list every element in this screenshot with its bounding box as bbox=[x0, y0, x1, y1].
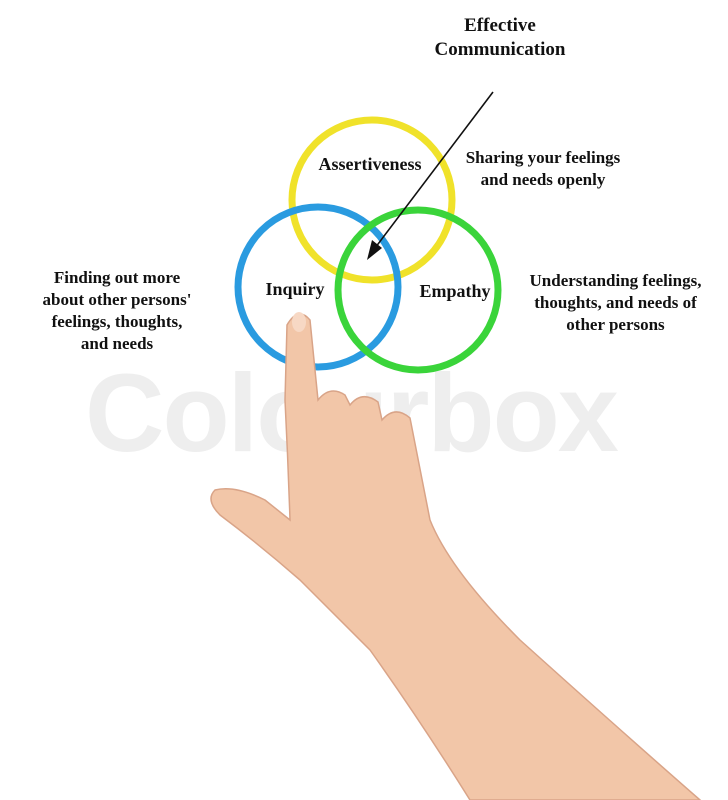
empathy-description: Understanding feelings, thoughts, and ne… bbox=[508, 270, 723, 336]
title-line: Effective bbox=[464, 15, 536, 36]
description-line: other persons bbox=[566, 315, 665, 334]
assertiveness-label: Assertiveness bbox=[318, 154, 422, 174]
fingernail bbox=[292, 312, 306, 332]
empathy-label: Empathy bbox=[419, 281, 491, 301]
assertiveness-description: Sharing your feelings and needs openly bbox=[448, 147, 638, 191]
empathy-circle bbox=[334, 206, 502, 374]
inquiry-label: Inquiry bbox=[265, 279, 325, 299]
inquiry-description: Finding out more about other persons' fe… bbox=[22, 267, 212, 355]
arrow-head-icon bbox=[367, 240, 382, 260]
title: Effective Communication bbox=[400, 14, 600, 62]
description-line: Sharing your feelings bbox=[465, 148, 621, 167]
arrow-line bbox=[371, 91, 494, 253]
description-line: and needs bbox=[80, 334, 154, 353]
title-line: Communication bbox=[434, 39, 566, 60]
description-line: about other persons' bbox=[42, 290, 192, 309]
description-line: Understanding feelings, bbox=[529, 271, 702, 290]
description-line: Finding out more bbox=[53, 268, 181, 287]
assertiveness-circle bbox=[288, 116, 456, 284]
inquiry-circle bbox=[234, 203, 402, 371]
description-line: feelings, thoughts, bbox=[51, 312, 183, 331]
description-line: and needs openly bbox=[480, 170, 606, 189]
description-line: thoughts, and needs of bbox=[534, 293, 697, 312]
hand bbox=[210, 313, 702, 800]
